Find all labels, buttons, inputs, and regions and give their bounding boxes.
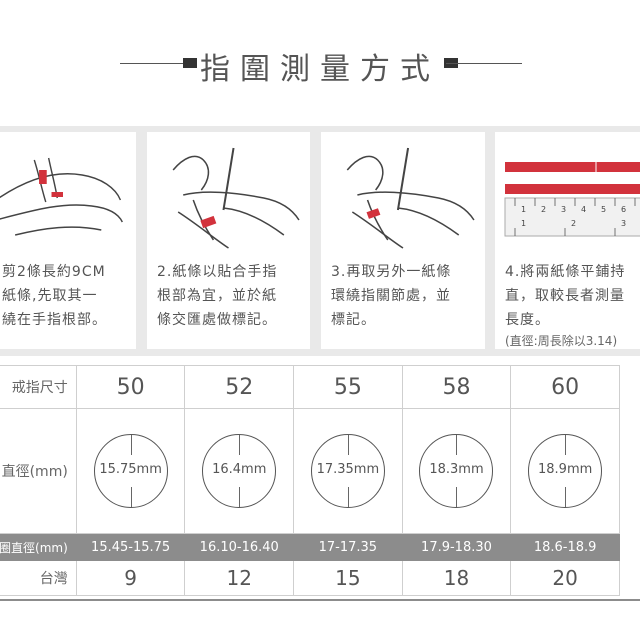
diameter-value: 18.9mm <box>538 462 593 477</box>
diameter-cell: 18.9mm <box>510 408 620 534</box>
knuckle-illustration <box>327 140 479 252</box>
diameter-label: 直徑(mm) <box>0 408 77 534</box>
size-cell: 60 <box>510 365 620 409</box>
step-card-2: 2.紙條以貼合手指 根部為宜，並於紙 條交匯處做標記。 <box>147 132 310 349</box>
inner-cell: 17.9-18.30 <box>401 533 512 561</box>
size-cell: 55 <box>293 365 403 409</box>
size-cell: 50 <box>75 365 186 409</box>
diameter-row: 直徑(mm) 15.75mm 16.4mm 17.35mm 18.3mm <box>0 408 620 534</box>
marking-illustration <box>153 140 304 252</box>
step-1-text: 剪2條長約9CM 紙條,先取其一 繞在手指根部。 <box>2 264 107 328</box>
ruler-illustration: 1 2 3 4 5 6 7 1 2 3 <box>501 140 640 252</box>
ring-circle-icon: 15.75mm <box>93 434 168 508</box>
diameter-cell: 17.35mm <box>293 408 403 534</box>
diameter-value: 17.35mm <box>316 462 380 477</box>
title-rule-left <box>120 63 190 64</box>
step-3-text: 3.再取另外一紙條 環繞指關節處，並 標記。 <box>331 264 452 328</box>
taiwan-cell: 12 <box>184 560 295 596</box>
title-dash-left <box>183 58 197 68</box>
inner-cell: 16.10-16.40 <box>184 533 295 561</box>
diameter-value: 16.4mm <box>212 462 267 477</box>
ruler-tick-top-6: 6 <box>621 205 626 214</box>
diameter-value: 18.3mm <box>429 462 484 477</box>
title-rule-right <box>446 63 522 64</box>
ring-size-label: 戒指尺寸 <box>0 365 77 409</box>
step-4-text: 4.將兩紙條平鋪持 直，取較長者測量 長度。 <box>505 264 626 328</box>
ring-circle-icon: 16.4mm <box>202 434 277 508</box>
ruler-tick-top-3: 3 <box>561 205 566 214</box>
inner-diameter-label: 圈直徑(mm) <box>0 533 77 561</box>
bottom-rule <box>0 599 640 601</box>
taiwan-size-row: 台灣 9 12 15 18 20 <box>0 560 620 596</box>
step-card-1: 剪2條長約9CM 紙條,先取其一 繞在手指根部。 <box>0 132 136 349</box>
inner-cell: 17-17.35 <box>293 533 403 561</box>
page-header: 指圍測量方式 <box>0 0 640 110</box>
ruler-tick-bottom-2: 2 <box>571 219 576 228</box>
taiwan-cell: 9 <box>75 560 186 596</box>
hand-wrap-illustration <box>0 140 130 252</box>
diameter-value: 15.75mm <box>99 462 162 477</box>
inner-cell: 15.45-15.75 <box>75 533 186 561</box>
taiwan-cell: 20 <box>510 560 620 596</box>
ring-circle-icon: 18.3mm <box>419 434 494 508</box>
ruler-tick-top-1: 1 <box>521 205 526 214</box>
ring-size-row: 戒指尺寸 50 52 55 58 60 <box>0 365 620 409</box>
step-2-text: 2.紙條以貼合手指 根部為宜，並於紙 條交匯處做標記。 <box>157 264 278 328</box>
taiwan-label: 台灣 <box>0 560 77 596</box>
size-cell: 52 <box>184 365 295 409</box>
page-title: 指圍測量方式 <box>200 52 440 87</box>
ruler-tick-top-4: 4 <box>581 205 586 214</box>
steps-panel: 剪2條長約9CM 紙條,先取其一 繞在手指根部。 2.紙條以貼合手指 根部為宜，… <box>0 126 640 356</box>
step-card-3: 3.再取另外一紙條 環繞指關節處，並 標記。 <box>321 132 485 349</box>
ruler-tick-bottom-3: 3 <box>621 219 626 228</box>
size-cell: 58 <box>401 365 512 409</box>
taiwan-cell: 18 <box>401 560 512 596</box>
step-card-4: 1 2 3 4 5 6 7 1 2 3 4.將兩紙條平鋪持 直，取較長者測量 長… <box>495 132 640 349</box>
diameter-cell: 15.75mm <box>75 408 186 534</box>
ring-size-table: 戒指尺寸 50 52 55 58 60 直徑(mm) 15.75mm 16.4m… <box>0 365 620 596</box>
taiwan-cell: 15 <box>293 560 403 596</box>
diameter-cell: 16.4mm <box>184 408 295 534</box>
ring-circle-icon: 18.9mm <box>528 434 603 508</box>
ruler-tick-top-5: 5 <box>601 205 606 214</box>
ruler-tick-top-2: 2 <box>541 205 546 214</box>
ruler-tick-bottom-1: 1 <box>521 219 526 228</box>
inner-cell: 18.6-18.9 <box>510 533 620 561</box>
diameter-formula-note: (直徑:周長除以3.14) <box>505 334 618 348</box>
inner-diameter-row: 圈直徑(mm) 15.45-15.75 16.10-16.40 17-17.35… <box>0 533 620 561</box>
diameter-cell: 18.3mm <box>401 408 512 534</box>
ring-circle-icon: 17.35mm <box>310 434 385 508</box>
